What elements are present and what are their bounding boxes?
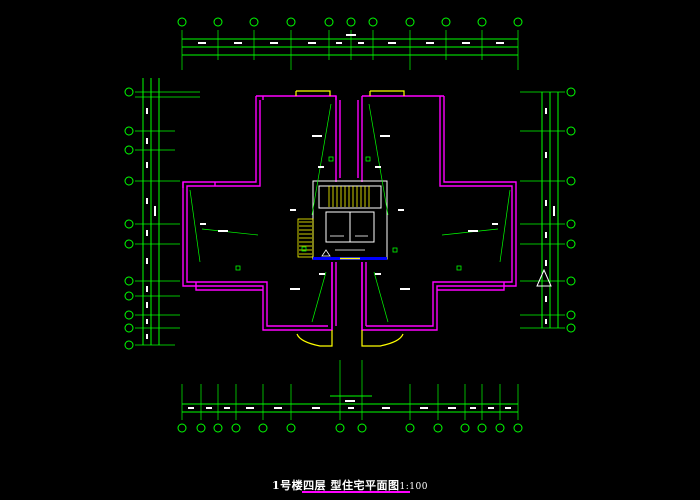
stair-core	[312, 180, 388, 260]
left-dimension-lines	[135, 78, 200, 346]
drawing-title: 1号楼四层 型住宅平面图1:100	[0, 477, 700, 493]
building-walls	[182, 95, 517, 331]
right-axis-bubbles	[566, 87, 576, 333]
left-axis-bubbles	[124, 87, 134, 350]
north-arrow-icon	[536, 268, 552, 287]
right-dimension-lines	[520, 91, 565, 329]
title-underline	[302, 491, 410, 493]
top-dimension-lines	[181, 30, 519, 70]
right-dimension-text	[545, 108, 555, 324]
balconies	[295, 90, 405, 347]
bottom-dimension-text	[188, 400, 511, 409]
room-markers	[235, 156, 462, 271]
drawing-scale: 1:100	[399, 482, 428, 492]
drawing-title-text: 1号楼四层 型住宅平面图	[272, 479, 400, 492]
stair-side-frame	[297, 218, 314, 258]
top-dimension-text	[198, 34, 504, 44]
stair-treads	[299, 186, 370, 255]
left-dimension-text	[146, 108, 156, 339]
top-axis-bubbles	[177, 17, 523, 27]
core-fixtures	[321, 235, 368, 257]
bottom-dimension-lines	[181, 360, 519, 420]
bottom-axis-bubbles	[177, 423, 523, 433]
room-labels	[200, 135, 498, 290]
